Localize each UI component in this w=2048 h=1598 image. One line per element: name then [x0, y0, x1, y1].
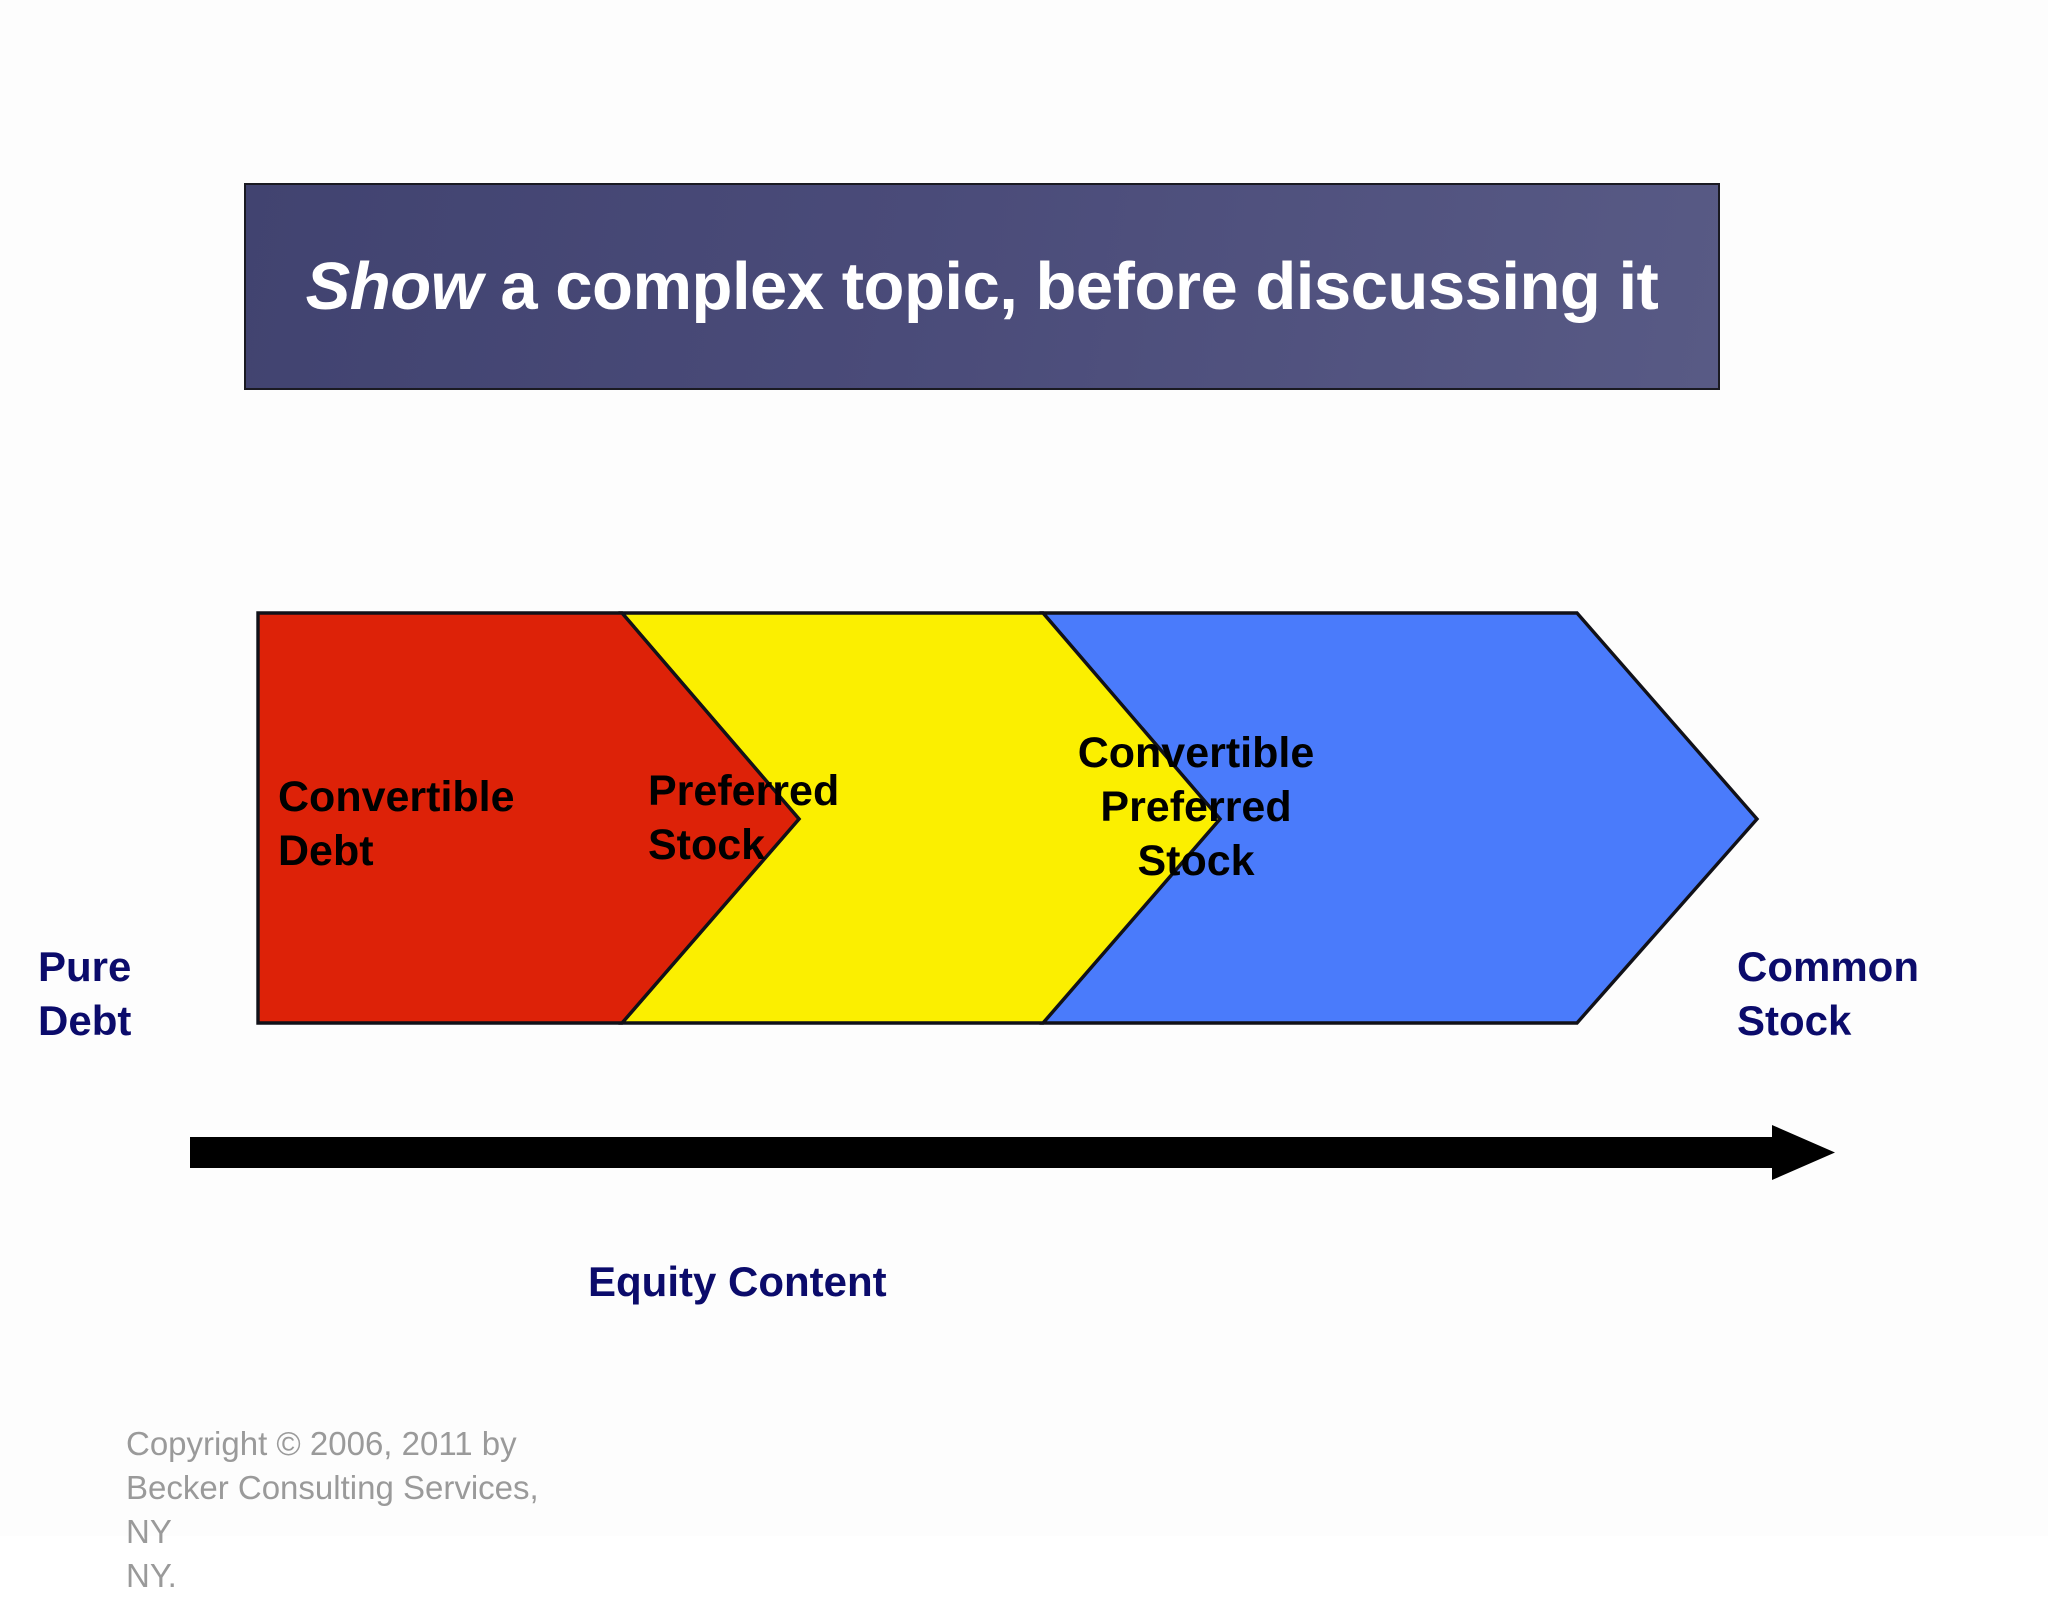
page-title: Show a complex topic, before discussing …: [305, 248, 1659, 324]
title-emphasis: Show: [305, 248, 483, 324]
chevron-label-convertible-debt: Convertible Debt: [278, 773, 515, 875]
title-banner: Show a complex topic, before discussing …: [244, 183, 1720, 390]
arrow-icon: [190, 1125, 1835, 1180]
copyright-notice: Copyright © 2006, 2011 by Becker Consult…: [126, 1425, 539, 1594]
endpoint-label-pure-debt: Pure Debt: [38, 943, 132, 1044]
title-rest: a complex topic, before discussing it: [482, 248, 1659, 324]
arrow-shape: [190, 1125, 1835, 1180]
direction-arrow: [190, 1125, 1835, 1180]
endpoint-label-common-stock: Common Stock: [1737, 943, 1919, 1044]
axis-caption-equity-content: Equity Content: [588, 1258, 887, 1305]
chevron-shapes: [256, 611, 1760, 1025]
chevron-label-convertible-preferred-stock: Convertible Preferred Stock: [1077, 729, 1315, 885]
chevron-segment-convertible-debt: [256, 611, 802, 1025]
chevron-diagram: Convertible Debt Preferred Stock Convert…: [256, 611, 1762, 1025]
chevron-label-preferred-stock: Preferred Stock: [648, 767, 840, 869]
